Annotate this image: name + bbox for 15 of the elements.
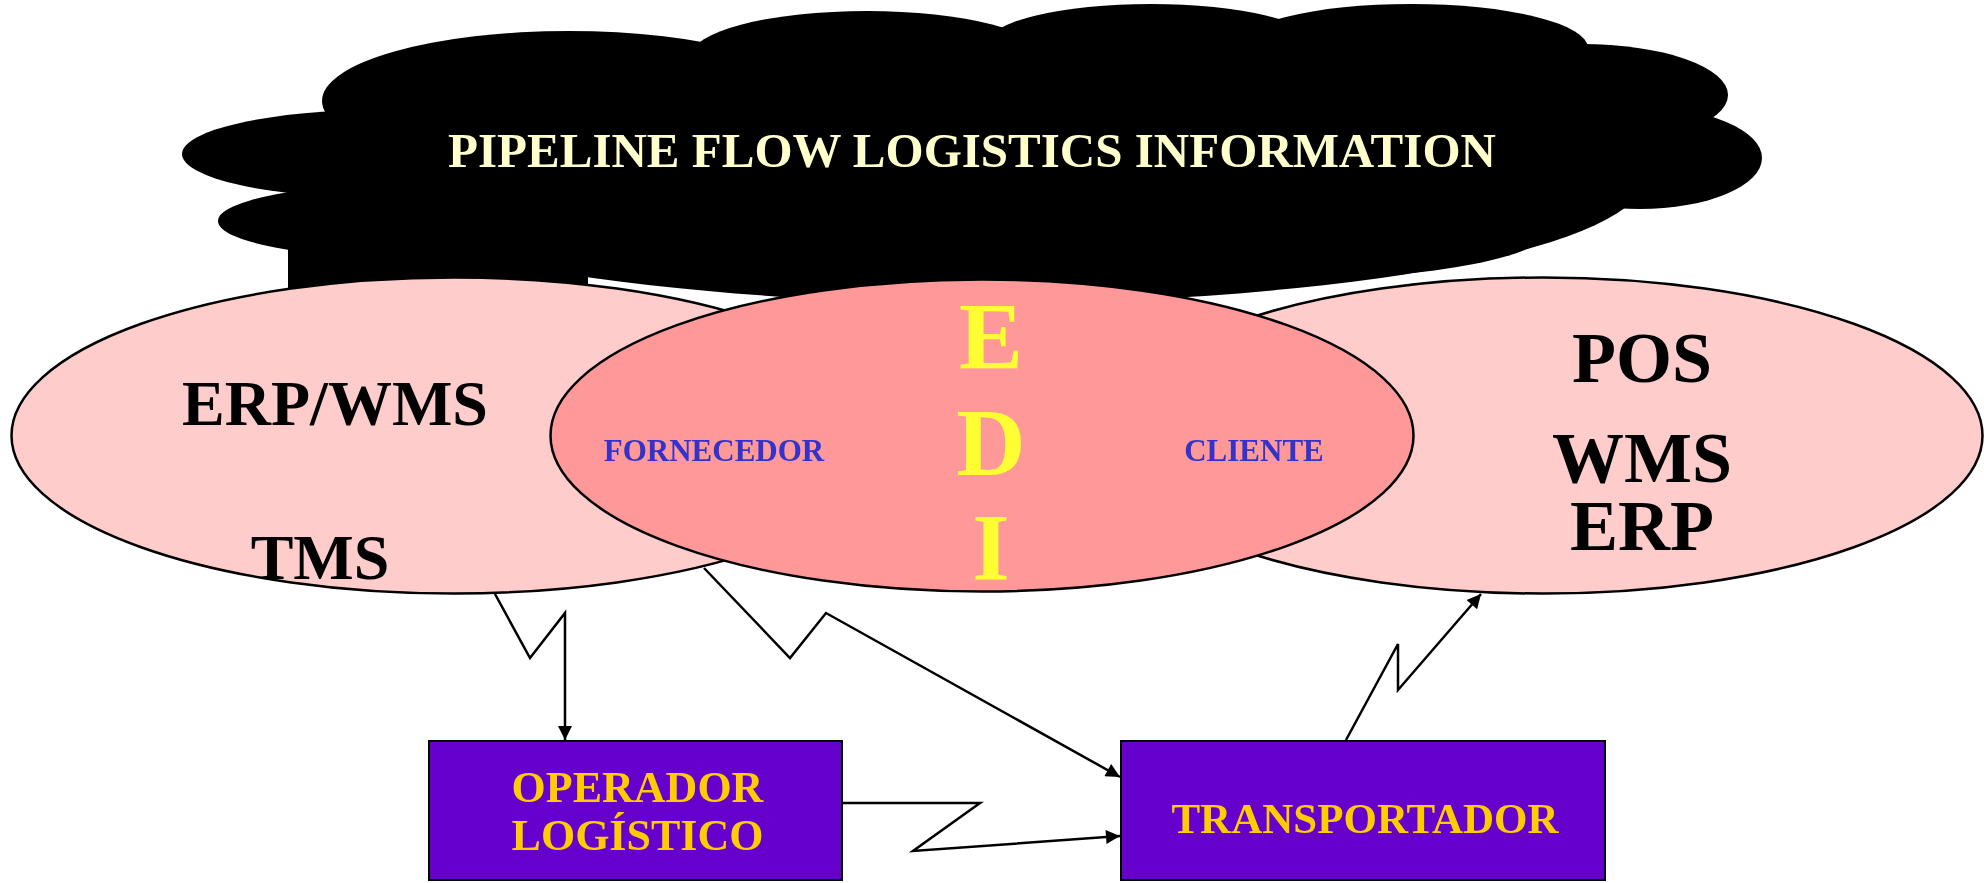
process-box [1120,740,1606,881]
node-label: FORNECEDOR [602,432,826,470]
node-label: TMS [249,521,391,595]
arrow [493,593,572,740]
node-label: TRANSPORTADOR [1170,794,1560,844]
node-label: OPERADOR LOGÍSTICO [510,764,765,861]
node-label: PIPELINE FLOW LOGISTICS INFORMATION [447,122,1497,180]
vertical-label: EDI [955,284,1027,601]
process-box [428,740,843,881]
arrow [1344,593,1482,741]
node-label: POS [1571,321,1713,397]
arrow [843,801,1121,853]
arrow [703,567,1121,779]
node-label: CLIENTE [1183,432,1325,470]
node-label: ERP/WMS [181,367,489,441]
